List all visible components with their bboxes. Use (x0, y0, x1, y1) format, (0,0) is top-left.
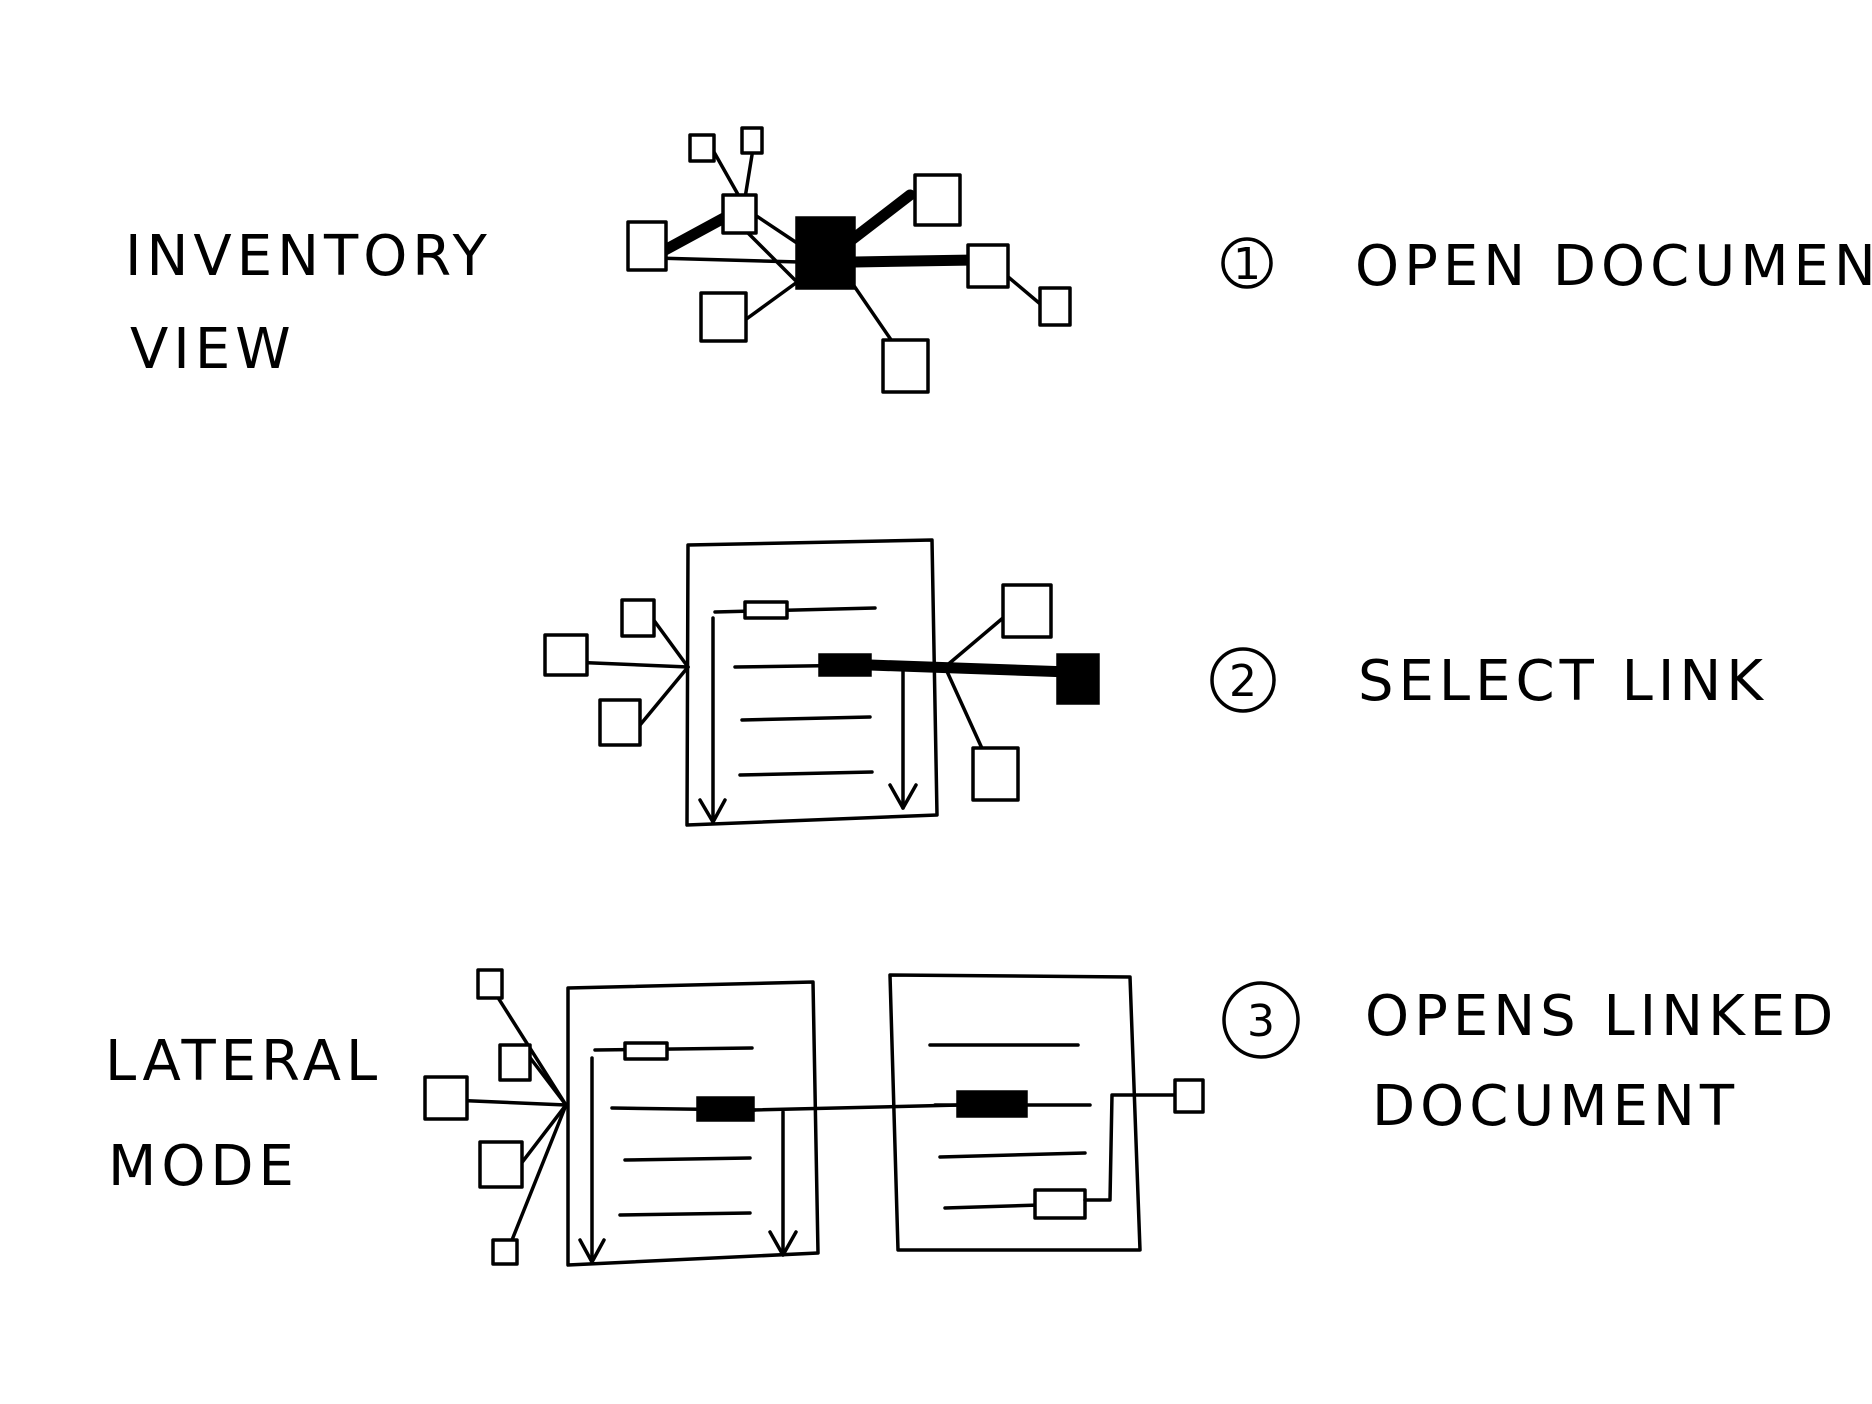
linked-node (423, 1075, 469, 1121)
linked-node (1173, 1078, 1205, 1114)
forward-link (943, 665, 987, 757)
outgoing-link-line (1083, 1093, 1182, 1202)
text-line (740, 715, 872, 722)
backlink (526, 1053, 568, 1107)
linked-node (598, 698, 642, 747)
linked-node (1001, 583, 1053, 639)
document-node (688, 133, 716, 163)
linked-node (620, 598, 656, 638)
graph-link (743, 228, 802, 287)
inventory-label-line1: INVENTORY (125, 224, 492, 289)
text-line (618, 1211, 752, 1217)
backlink (510, 1103, 568, 1242)
down-arrow-icon (578, 1238, 606, 1264)
selected-link-marker (696, 1096, 755, 1122)
step-2-label: SELECT LINK (1358, 649, 1768, 714)
linked-node (491, 1238, 519, 1266)
backlink (638, 665, 690, 727)
inline-link-marker (1033, 1188, 1087, 1220)
graph-link (743, 278, 802, 322)
graph-link-thick (849, 254, 981, 268)
down-arrow-icon (888, 783, 918, 810)
document-node (966, 243, 1010, 289)
document-node (740, 126, 764, 155)
down-arrow-icon (698, 798, 727, 824)
lateral-label-line1: LATERAL (105, 1029, 382, 1094)
backlink (448, 1098, 568, 1107)
backlink (518, 1103, 568, 1167)
source-document-page (566, 980, 820, 1267)
text-line (713, 606, 877, 614)
document-node (699, 291, 748, 343)
inventory-label-line2: VIEW (130, 317, 296, 382)
step-2: 2 SELECT LINK (1210, 647, 1768, 714)
backlink (568, 660, 690, 669)
text-line (938, 1151, 1087, 1159)
selected-target-node (1056, 653, 1100, 705)
lateral-mode-view (423, 968, 1205, 1267)
document-node (881, 338, 930, 394)
lateral-link-line (751, 1103, 962, 1112)
landing-anchor-marker (956, 1090, 1028, 1118)
linked-node (498, 1043, 532, 1082)
linked-node (543, 633, 589, 677)
inline-link-marker (623, 1041, 669, 1061)
lateral-label-line2: MODE (108, 1134, 299, 1199)
step-3-number: 3 (1247, 996, 1275, 1047)
selected-link-line (864, 659, 1076, 678)
step-1-circle (1221, 237, 1273, 289)
forward-link (943, 610, 1012, 669)
open-document-node (795, 216, 856, 290)
step-2-circle (1210, 647, 1276, 713)
inline-link-marker (743, 600, 789, 620)
text-line (943, 1203, 1042, 1210)
linked-document-page (888, 973, 1142, 1252)
linked-node (971, 746, 1020, 802)
select-link-view (543, 538, 1100, 827)
step-2-number: 2 (1229, 656, 1257, 707)
selected-link-marker (818, 653, 872, 677)
document-node (913, 173, 962, 227)
text-line (593, 1046, 754, 1052)
graph-link (743, 153, 754, 200)
text-line (738, 770, 874, 777)
backlink (648, 613, 690, 669)
document-page (685, 538, 939, 827)
step-1-number: 1 (1233, 239, 1261, 290)
document-node (1038, 286, 1072, 327)
linked-node (476, 968, 504, 1000)
document-node (626, 220, 668, 272)
graph-link-thick (839, 189, 916, 251)
step-3: 3 OPENS LINKED DOCUMENT (1222, 981, 1838, 1139)
step-1: 1 OPEN DOCUMENT (1221, 234, 1872, 299)
document-node (721, 193, 758, 235)
step-3-label-line2: DOCUMENT (1372, 1074, 1739, 1139)
step-3-label-line1: OPENS LINKED (1365, 984, 1838, 1049)
step-1-label: OPEN DOCUMENT (1355, 234, 1872, 299)
step-3-circle (1222, 981, 1300, 1059)
inventory-graph (626, 126, 1072, 394)
linked-node (478, 1140, 524, 1189)
text-line (623, 1156, 752, 1162)
down-arrow-icon (768, 1230, 798, 1257)
